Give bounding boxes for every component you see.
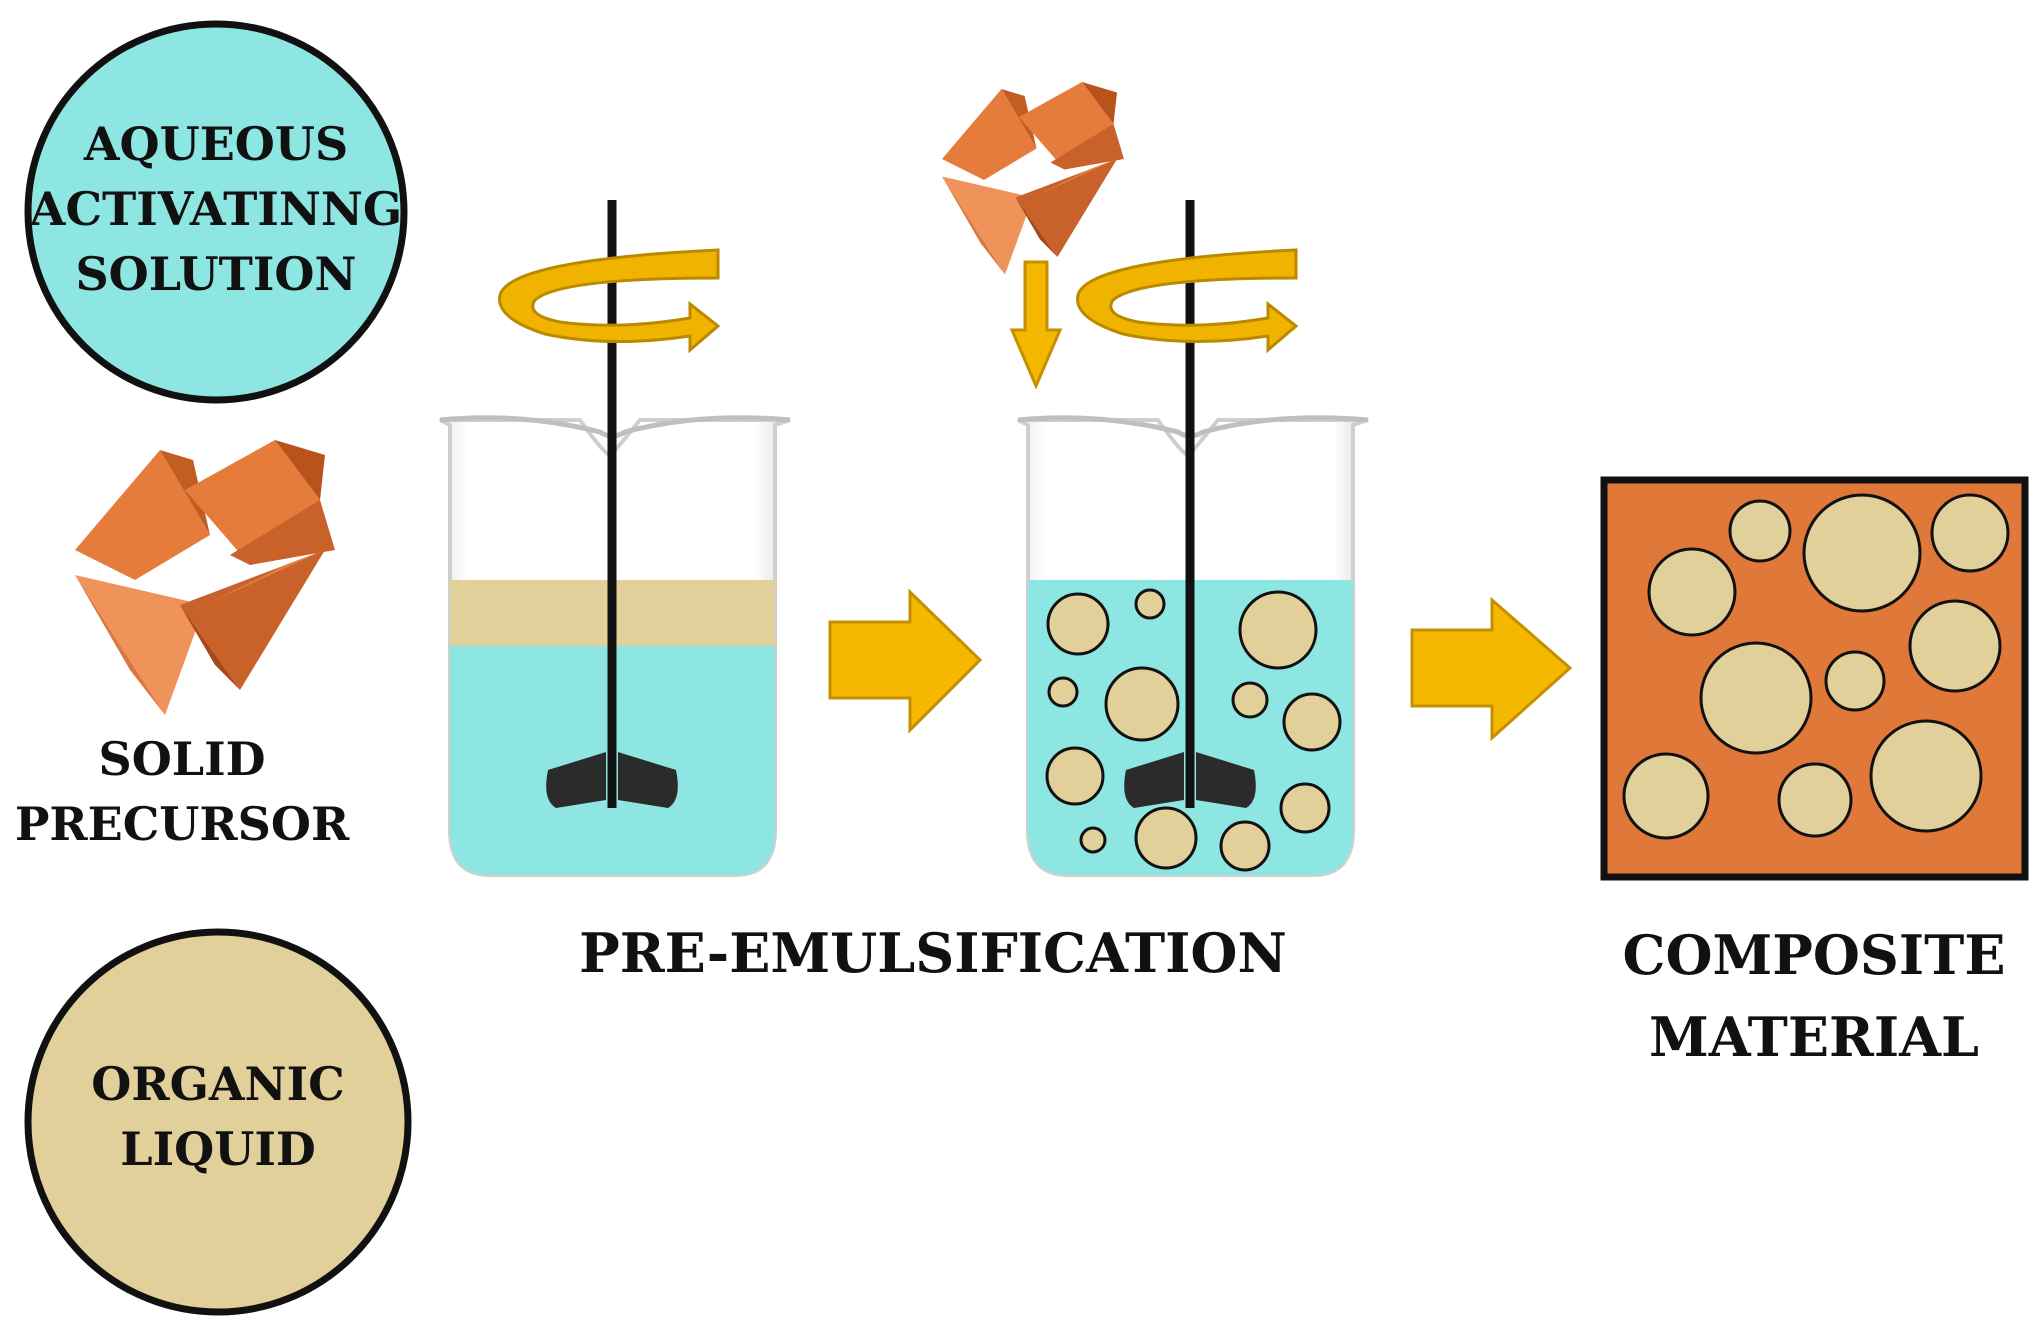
beaker-1 [439,200,791,877]
droplet [1279,782,1331,834]
pre-emulsification-label: PRE-EMULSIFICATION [579,921,1287,985]
composite-material-block [1600,476,2029,881]
aqueous-solution-node: AQUEOUS ACTIVATINNG SOLUTION [24,20,408,404]
droplet [1046,592,1110,656]
composite-label-1: COMPOSITE [1622,923,2005,987]
aqueous-label-3: SOLUTION [75,247,356,301]
impeller-icon [1124,752,1256,808]
solid-label-2: PRECURSOR [15,797,350,851]
droplet [1219,820,1271,872]
right-arrow-icon [828,588,983,734]
droplet [1282,692,1342,752]
droplet [1079,826,1107,854]
droplet [1231,681,1269,719]
pore [1930,493,2010,573]
droplet [1104,666,1180,742]
aqueous-label-1: AQUEOUS [83,117,348,171]
crystal-cluster-icon [942,82,1124,275]
pore [1777,762,1853,838]
beaker-2 [942,82,1369,877]
rotation-arrow-icon [498,248,721,354]
organic-circle [24,928,412,1316]
organic-label-2: LIQUID [120,1122,315,1176]
right-arrow-icon [1410,596,1573,742]
droplet [1134,806,1198,870]
pore [1622,752,1710,840]
pore [1869,719,1983,833]
droplet [1045,746,1105,806]
down-arrow-icon [1009,260,1063,390]
organic-liquid-node: ORGANIC LIQUID [24,928,412,1316]
droplet [1134,588,1166,620]
pore [1699,641,1813,755]
crystal-cluster-icon [75,440,335,715]
solid-label-1: SOLID [98,732,265,786]
pore [1908,599,2002,693]
pore [1647,547,1737,637]
impeller-icon [546,752,678,808]
rotation-arrow-icon [1076,248,1299,354]
pore [1802,493,1922,613]
composite-pores [1622,493,2010,840]
pore [1728,499,1792,563]
composite-label-2: MATERIAL [1649,1005,1979,1069]
droplet [1238,590,1318,670]
droplet [1047,676,1079,708]
pore [1824,650,1886,712]
solid-precursor-label: SOLID PRECURSOR [15,732,350,851]
aqueous-circle [24,20,408,404]
organic-label-1: ORGANIC [91,1057,344,1111]
aqueous-label-2: ACTIVATINNG [29,182,402,236]
emulsion-droplets [1045,588,1342,872]
